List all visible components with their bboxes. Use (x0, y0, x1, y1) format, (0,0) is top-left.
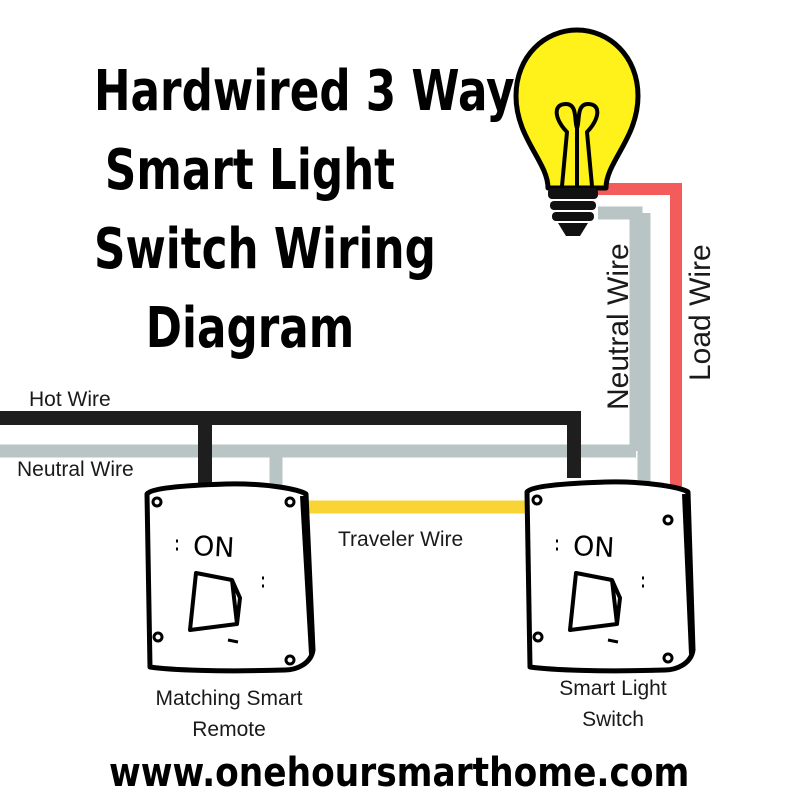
hot-wire-label: Hot Wire (29, 388, 111, 411)
title-line-2: Smart Light (104, 138, 396, 203)
remote-caption-line-1: Matching Smart (155, 687, 303, 710)
website-url: www.onehoursmarthome.com (108, 750, 690, 796)
light-bulb-icon (513, 27, 641, 236)
title-line-1: Hardwired 3 Way (94, 59, 515, 124)
load-wire (597, 183, 682, 497)
remote-caption-line-2: Remote (192, 718, 266, 741)
neutral-wire-label: Neutral Wire (17, 458, 134, 481)
hot-wire (0, 411, 581, 488)
smart-switch-caption-line-1: Smart Light (559, 677, 667, 700)
load-wire-vertical-label: Load Wire (684, 244, 717, 381)
smart-switch-caption: Smart Light Switch (513, 673, 713, 735)
title-line-4: Diagram (145, 296, 355, 361)
neutral-wire-vertical-label: Neutral Wire (602, 243, 635, 410)
smart-switch-caption-line-2: Switch (582, 708, 644, 731)
remote-caption: Matching Smart Remote (129, 683, 329, 745)
title-line-3: Switch Wiring (94, 217, 436, 282)
neutral-wire (0, 206, 651, 497)
remote-on-text: ON (192, 530, 236, 565)
smart-switch-on-text: ON (572, 530, 616, 565)
traveler-wire-label: Traveler Wire (338, 528, 464, 551)
diagram-title: Hardwired 3 Way Smart Light Switch Wirin… (94, 52, 515, 368)
smart-switch-plate (524, 479, 696, 674)
light-switch-icon (144, 481, 316, 674)
